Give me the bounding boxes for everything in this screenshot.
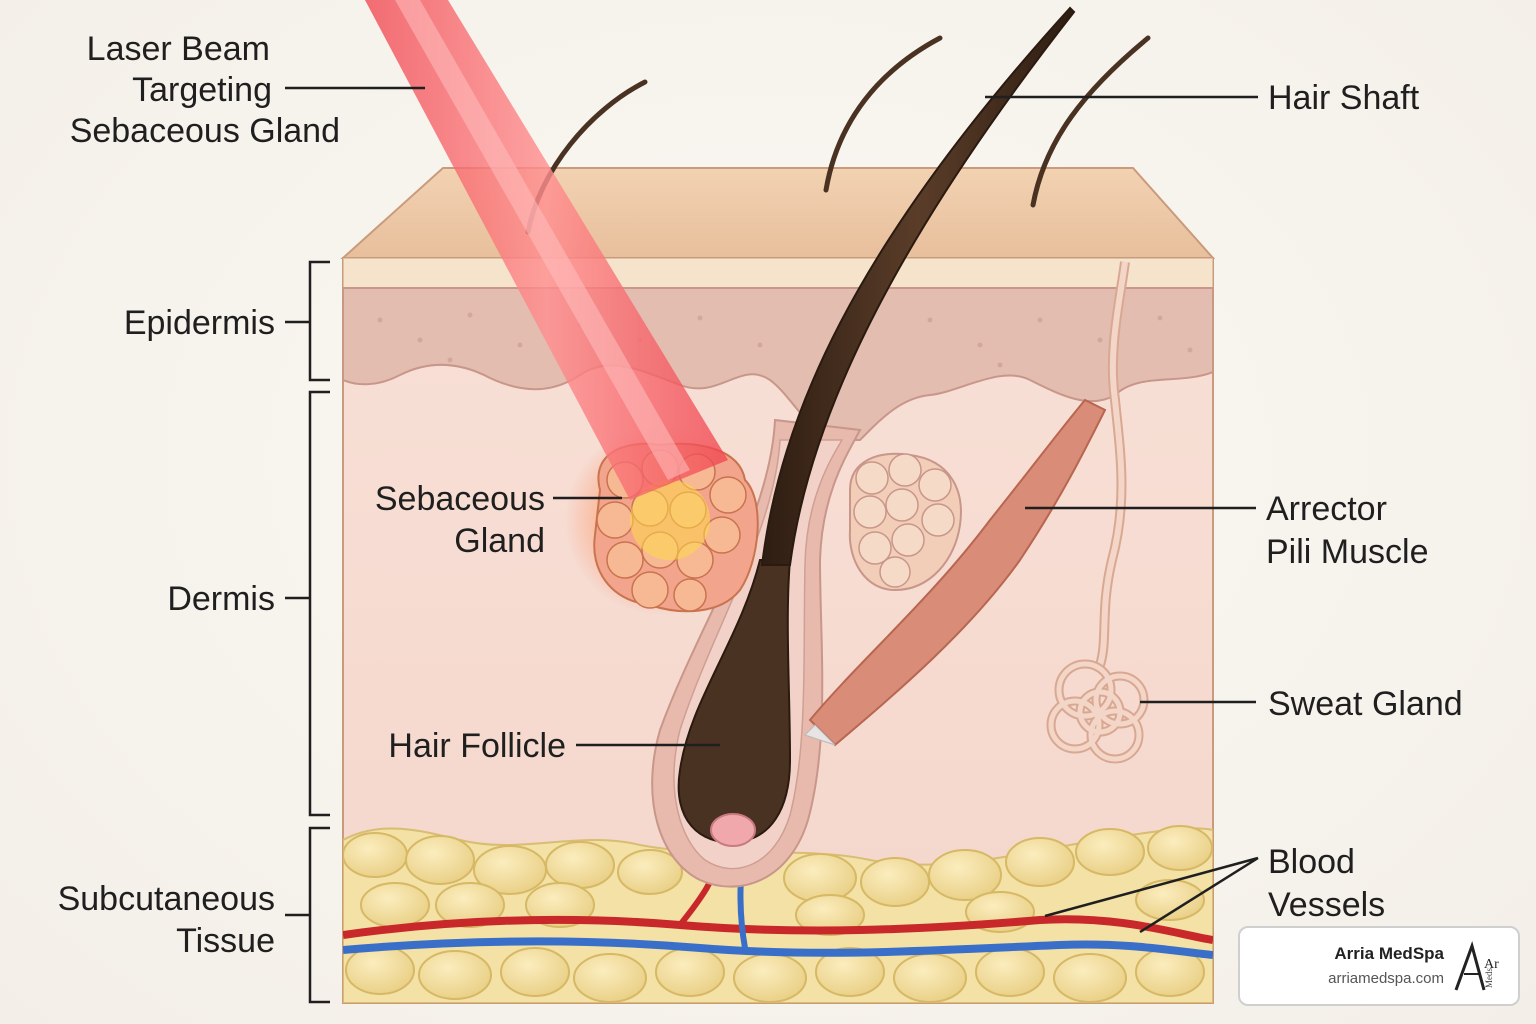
label-hair-follicle: Hair Follicle	[388, 727, 566, 765]
subcutaneous-fat-layer	[343, 825, 1213, 1003]
watermark-badge: Arria MedSpa arriamedspa.com Ar Meds	[1238, 926, 1520, 1006]
svg-text:Meds: Meds	[1484, 968, 1494, 988]
svg-text:Ar: Ar	[1484, 957, 1499, 972]
label-dermis: Dermis	[167, 580, 275, 618]
label-blood-line1: Blood	[1268, 843, 1355, 881]
layer-braces	[285, 260, 330, 1004]
label-laser-line1: Laser Beam	[87, 30, 270, 68]
hairs	[525, 6, 1151, 566]
laser-beam	[365, 0, 728, 500]
label-sweat-gland: Sweat Gland	[1268, 685, 1463, 723]
watermark-name: Arria MedSpa	[1334, 944, 1444, 963]
label-arrector-line1: Arrector	[1266, 490, 1387, 528]
sebaceous-gland-right	[848, 452, 962, 592]
label-sebaceous-line1: Sebaceous	[375, 480, 545, 518]
subcutaneous-brace	[285, 826, 330, 1004]
sweat-gland	[1046, 261, 1149, 764]
label-laser-line2: Targeting	[132, 71, 272, 109]
label-blood-line2: Vessels	[1268, 886, 1385, 924]
label-subcutaneous-line2: Tissue	[176, 922, 275, 960]
label-laser-line3: Sebaceous Gland	[70, 112, 340, 150]
skin-block	[340, 0, 1216, 1004]
arrector-pili-muscle	[808, 398, 1107, 747]
epidermis-brace	[285, 260, 330, 382]
watermark-url: arriamedspa.com	[1328, 970, 1444, 987]
label-epidermis: Epidermis	[124, 304, 275, 342]
labels: Laser Beam Targeting Sebaceous Gland Hai…	[58, 30, 1463, 960]
main-hair-shaft	[760, 6, 1076, 566]
dermal-papilla	[710, 813, 756, 847]
leader-lines	[285, 86, 1259, 934]
label-sebaceous-line2: Gland	[454, 522, 545, 560]
label-hair-shaft: Hair Shaft	[1268, 79, 1420, 117]
dermis-brace	[285, 390, 330, 817]
label-subcutaneous-line1: Subcutaneous	[58, 880, 275, 918]
arria-logo-icon: Ar Meds	[1454, 941, 1499, 991]
label-arrector-line2: Pili Muscle	[1266, 533, 1428, 571]
